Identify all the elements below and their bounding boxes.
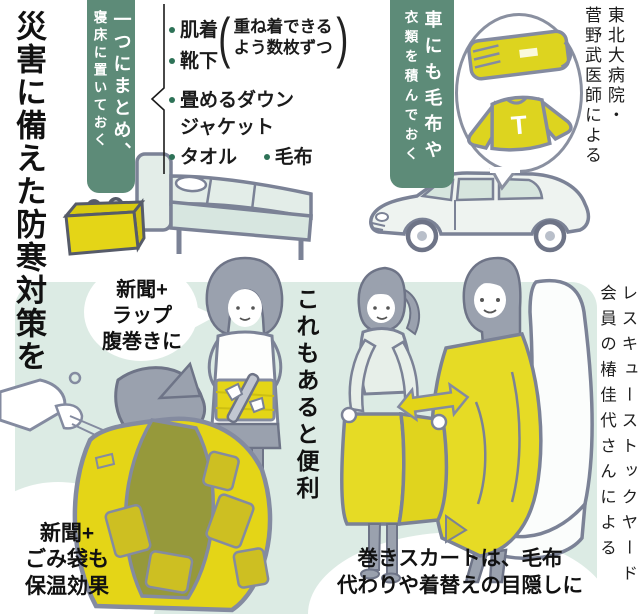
shirt-letter: T — [510, 109, 529, 140]
bullet-icon — [263, 154, 270, 160]
credit-top: 東北大病院・ 菅野武医師による — [579, 6, 625, 166]
bullet-icon — [169, 27, 175, 33]
blanket-label: 毛布 — [274, 147, 313, 168]
page-title: 災害に備えた防寒対策を — [11, 10, 46, 373]
checklist-item-underwear: 肌着 — [169, 15, 218, 42]
emergency-bag-icon — [62, 197, 146, 256]
wrap-bubble-tail-icon — [190, 304, 216, 330]
skirt-woman-illustration — [340, 266, 449, 584]
credit-top-line1: 東北大病院・ — [604, 6, 624, 126]
double-arrow-icon — [396, 381, 470, 423]
wrap-woman-illustration — [205, 256, 284, 479]
checklist-item-down-jacket: 畳めるダウン ジャケット — [169, 85, 294, 139]
skirt-caption-line1: 巻きスカートは、毛布 — [357, 547, 563, 570]
credit-top-line2: 菅野武医師による — [581, 6, 601, 166]
bedding-banner: 一つにまとめ、 寝床に置いておく — [87, 0, 135, 193]
wrap-bubble-line3: 腹巻きに — [102, 331, 182, 353]
skirt-caption-line2: 代わりや着替えの目隠しに — [337, 573, 583, 597]
checklist-item-socks: 靴下 — [169, 46, 218, 73]
bullet-icon — [169, 154, 175, 160]
bedding-banner-line2: 寝床に置いておく — [91, 10, 107, 150]
checklist-item-socks-label: 靴下 — [180, 51, 219, 72]
bedding-banner-line1: 一つにまとめ、 — [111, 10, 132, 164]
garbage-caption-line2: ごみ袋も — [25, 548, 109, 572]
handy-heading: これもあると便利 — [293, 287, 319, 503]
folded-blanket-icon — [467, 29, 573, 81]
bed-icon — [135, 152, 313, 260]
wrap-bubble-line2: ラップ — [112, 305, 172, 327]
down-jacket-line2: ジャケット — [180, 117, 275, 138]
credit-bottom-line2: 会員の椿佳代さんによる — [597, 284, 616, 565]
bubble-tail-icon — [489, 167, 520, 191]
note-line2: よう数枚ずつ — [233, 39, 333, 57]
checklist-note: ( 重ね着できる よう数枚ずつ ) — [215, 10, 351, 66]
car-banner: 車にも毛布や 衣類を積んでおく — [390, 0, 454, 188]
towel-label: タオル — [180, 147, 238, 168]
checklist-item-towel-blanket: タオル 毛布 — [169, 142, 313, 169]
down-jacket-line1: 畳めるダウン — [180, 90, 295, 111]
wrap-bubble-caption: 新聞+ ラップ 腹巻きに — [86, 277, 198, 355]
bullet-icon — [169, 97, 175, 103]
skirt-caption: 巻きスカートは、毛布 代わりや着替えの目隠しに — [318, 546, 602, 599]
garbage-caption-line3: 保温効果 — [25, 574, 109, 598]
paren-open: ( — [218, 6, 231, 69]
garbage-bag-jacket-illustration — [0, 361, 273, 613]
car-banner-line2: 衣類を積んでおく — [402, 10, 418, 166]
wrap-bubble-line1: 新聞+ — [116, 279, 168, 301]
paren-close: ) — [335, 6, 349, 69]
credit-bottom: レスキューストックヤード 会員の椿佳代さんによる — [595, 284, 638, 590]
checklist-item-underwear-label: 肌着 — [180, 20, 219, 41]
car-icon — [369, 171, 591, 253]
car-banner-line1: 車にも毛布や — [422, 10, 443, 166]
wrap-bubble — [84, 263, 198, 361]
credit-bottom-line1: レスキューストックヤード — [618, 284, 637, 590]
checklist-note-lines: 重ね着できる よう数枚ずつ — [234, 17, 333, 60]
garbage-caption-line1: 新聞+ — [39, 522, 95, 545]
shirt-icon: T — [466, 95, 573, 152]
garbage-caption: 新聞+ ごみ袋も 保温効果 — [12, 521, 122, 600]
brace-icon — [150, 4, 165, 174]
note-line1: 重ね着できる — [233, 17, 333, 36]
bullet-icon — [169, 58, 175, 64]
